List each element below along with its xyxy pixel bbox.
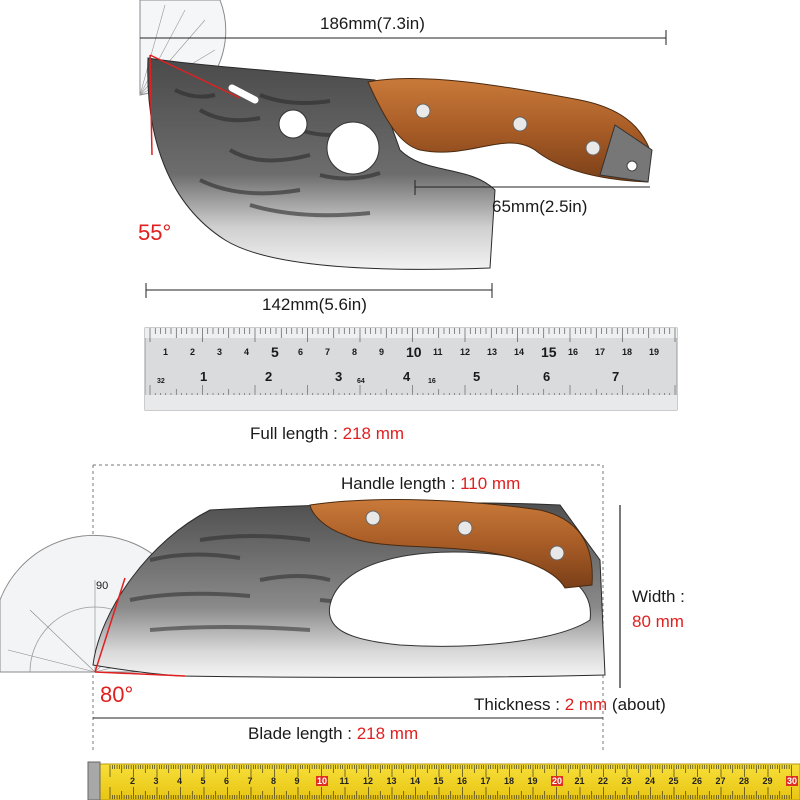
tape-number: 29 [762, 776, 773, 786]
protractor-90-label: 90 [96, 580, 109, 592]
tape-number: 24 [645, 776, 656, 786]
full-length-label: Full length : [250, 424, 343, 443]
tape-number: 3 [153, 776, 159, 786]
tape-number: 6 [224, 776, 230, 786]
ruler-number: 7 [612, 369, 620, 384]
dim-total-label: 186mm(7.3in) [320, 14, 425, 33]
tape-number: 14 [410, 776, 421, 786]
full-length-line: Full length : 218 mm [250, 424, 404, 444]
ruler-number: 19 [649, 347, 660, 357]
tape-number: 15 [433, 776, 444, 786]
width-label: Width : [632, 587, 685, 606]
handle-length-line: Handle length : 110 mm [341, 474, 520, 494]
ruler-number: 9 [379, 347, 385, 357]
ruler-number: 6 [298, 347, 304, 357]
bottom-guides [92, 464, 604, 752]
ruler-number: 8 [352, 347, 358, 357]
ruler-number: 4 [403, 369, 411, 384]
tape-number: 23 [621, 776, 632, 786]
top-blade [147, 57, 496, 270]
tape-measure [87, 761, 800, 800]
ruler-number: 3 [335, 369, 343, 384]
ruler-number: 6 [543, 369, 551, 384]
ruler-number: 7 [325, 347, 331, 357]
ruler-number: 12 [460, 347, 471, 357]
handle-length-label: Handle length : [341, 474, 461, 493]
ruler-number: 2 [190, 347, 196, 357]
tape-number: 2 [130, 776, 136, 786]
tape-number: 9 [294, 776, 300, 786]
ruler-number: 2 [265, 369, 273, 384]
thickness-line: Thickness : 2 mm (about) [474, 695, 666, 715]
ruler-number: 17 [595, 347, 606, 357]
tape-number: 8 [271, 776, 277, 786]
thickness-value: 2 mm [564, 695, 608, 714]
tape-number: 20 [551, 776, 564, 786]
handle-length-value: 110 mm [460, 474, 521, 493]
ruler-number: 16 [428, 378, 436, 385]
tape-number: 19 [527, 776, 538, 786]
tape-number: 30 [786, 776, 799, 786]
tape-number: 16 [457, 776, 468, 786]
blade-length-line: Blade length : 218 mm [248, 724, 418, 744]
ruler-number: 18 [622, 347, 633, 357]
ruler-number: 3 [217, 347, 223, 357]
ruler-number: 10 [406, 344, 422, 360]
tape-number: 27 [715, 776, 726, 786]
tape-number: 4 [177, 776, 183, 786]
ruler-number: 1 [200, 369, 208, 384]
tape-number: 10 [316, 776, 329, 786]
top-angle-label: 55° [138, 220, 172, 245]
tape-number: 28 [739, 776, 750, 786]
tape-number: 26 [692, 776, 703, 786]
ruler-number: 5 [271, 344, 279, 360]
steel-ruler [144, 327, 678, 411]
tape-number: 22 [598, 776, 609, 786]
top-handle [367, 78, 651, 183]
tape-number: 21 [574, 776, 585, 786]
top-dimensions [140, 30, 667, 298]
thickness-note: (about) [607, 695, 666, 714]
blade-length-label: Blade length : [248, 724, 357, 743]
tape-number: 11 [339, 776, 350, 786]
ruler-number: 16 [568, 347, 579, 357]
dim-handle-hole-label: 65mm(2.5in) [492, 197, 588, 216]
ruler-number: 15 [541, 344, 557, 360]
ruler-number: 4 [244, 347, 250, 357]
top-knife [147, 57, 653, 270]
tape-number: 25 [668, 776, 679, 786]
ruler-number: 5 [473, 369, 481, 384]
ruler-number: 14 [514, 347, 525, 357]
thickness-label: Thickness : [474, 695, 565, 714]
tape-number: 12 [363, 776, 374, 786]
dim-blade-label: 142mm(5.6in) [262, 295, 367, 314]
tape-number: 13 [386, 776, 397, 786]
ruler-number: 1 [163, 347, 169, 357]
ruler-number: 64 [357, 378, 365, 385]
tape-number: 17 [480, 776, 491, 786]
bottom-angle-label: 80° [100, 682, 134, 707]
tape-number: 7 [247, 776, 253, 786]
bottom-knife [92, 499, 606, 678]
ruler-number: 32 [157, 378, 165, 385]
ruler-number: 13 [487, 347, 498, 357]
bottom-handle [309, 499, 593, 589]
full-length-value: 218 mm [342, 424, 405, 443]
width-value: 80 mm [632, 612, 684, 631]
tape-number: 5 [200, 776, 206, 786]
ruler-number: 11 [433, 347, 443, 357]
blade-length-value: 218 mm [356, 724, 419, 743]
tape-number: 18 [504, 776, 515, 786]
